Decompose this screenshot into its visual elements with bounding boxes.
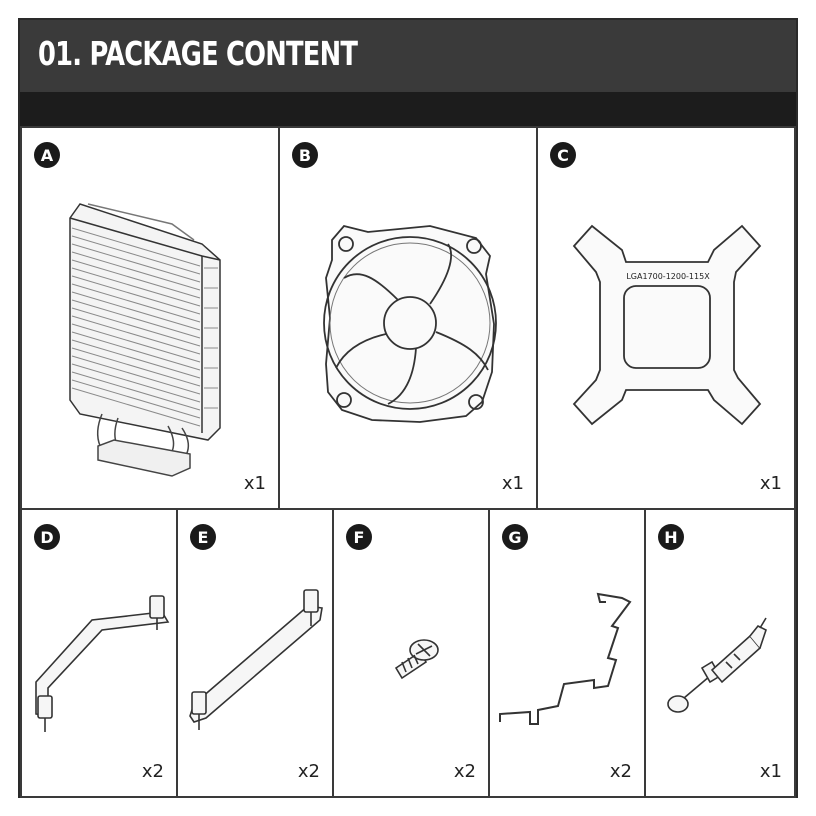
- screw-icon: [334, 510, 488, 796]
- thermal-paste-syringe-icon: [646, 510, 794, 796]
- straight-mounting-bracket-icon: [178, 510, 332, 796]
- item-f-cell: F x2: [332, 508, 490, 798]
- item-g-cell: G x2: [488, 508, 646, 798]
- section-title: 01. PACKAGE CONTENT: [38, 34, 357, 73]
- item-b-cell: B x1: [278, 126, 538, 510]
- header-band: [20, 92, 796, 126]
- item-h-cell: H x1: [644, 508, 796, 798]
- item-e-quantity: x2: [298, 761, 320, 782]
- section-header: 01. PACKAGE CONTENT: [20, 20, 796, 92]
- item-a-quantity: x1: [244, 473, 266, 494]
- item-f-quantity: x2: [454, 761, 476, 782]
- item-h-quantity: x1: [760, 761, 782, 782]
- backplate-socket-label: LGA1700-1200-115X: [626, 272, 710, 281]
- item-c-quantity: x1: [760, 473, 782, 494]
- item-d-cell: D x2: [20, 508, 178, 798]
- offset-mounting-bracket-icon: [22, 510, 176, 796]
- item-a-cell: A: [20, 126, 280, 510]
- cpu-cooler-heatsink-icon: [22, 128, 278, 508]
- package-content-frame: 01. PACKAGE CONTENT A: [18, 18, 798, 798]
- item-c-cell: C LGA1700-1200-115X x1: [536, 126, 796, 510]
- item-e-cell: E x2: [176, 508, 334, 798]
- item-d-quantity: x2: [142, 761, 164, 782]
- item-g-quantity: x2: [610, 761, 632, 782]
- fan-icon: [280, 128, 536, 508]
- item-b-quantity: x1: [502, 473, 524, 494]
- fan-clip-icon: [490, 510, 644, 796]
- backplate-icon: LGA1700-1200-115X: [538, 128, 794, 508]
